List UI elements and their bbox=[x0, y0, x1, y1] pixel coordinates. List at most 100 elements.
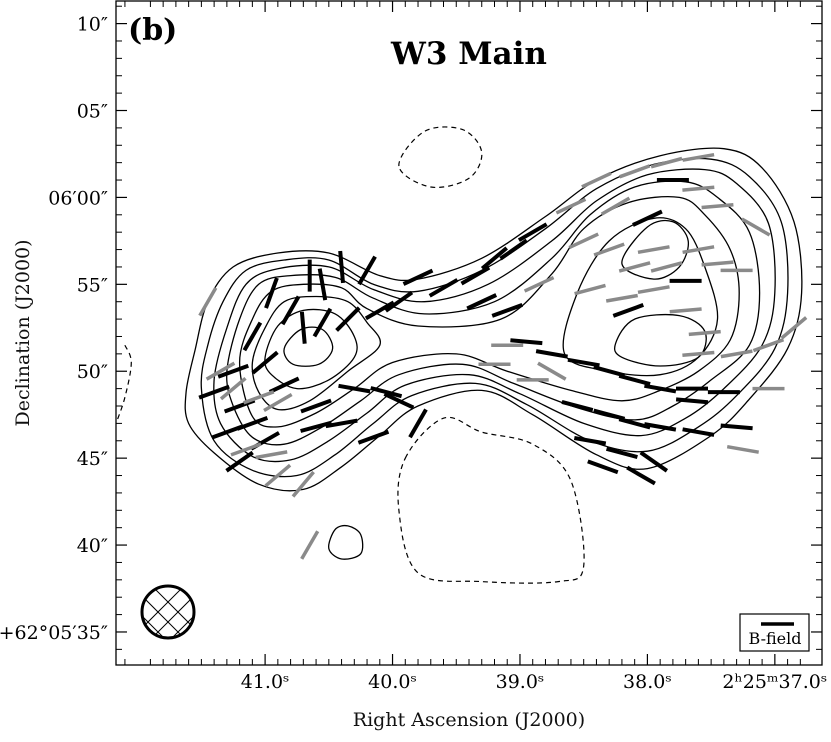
vector-black bbox=[225, 450, 254, 473]
contour-lines bbox=[116, 126, 803, 584]
vector-black bbox=[280, 295, 301, 326]
vector-gray bbox=[682, 185, 715, 192]
vector-gray bbox=[537, 361, 567, 381]
vector-black bbox=[593, 408, 626, 421]
vector-gray bbox=[682, 152, 715, 162]
vector-gray bbox=[568, 232, 599, 250]
vector-black bbox=[408, 408, 428, 439]
x-tick-label: 40.0ˢ bbox=[368, 671, 417, 693]
vector-black bbox=[338, 383, 371, 394]
vector-gray bbox=[619, 164, 651, 179]
vector-black bbox=[242, 321, 263, 352]
vector-gray bbox=[574, 283, 606, 296]
y-tick-label: 06′00″ bbox=[48, 187, 108, 209]
vector-black bbox=[357, 255, 377, 286]
vector-black bbox=[632, 209, 663, 227]
vector-black bbox=[357, 429, 390, 445]
vector-black bbox=[370, 386, 403, 399]
vector-black bbox=[198, 384, 230, 400]
vector-black bbox=[675, 397, 709, 405]
vector-black bbox=[535, 349, 568, 359]
vector-gray bbox=[263, 392, 293, 413]
vector-gray bbox=[255, 450, 288, 460]
vector-black bbox=[383, 392, 415, 410]
vector-black bbox=[402, 268, 434, 286]
vector-black bbox=[217, 363, 249, 379]
vector-black bbox=[644, 383, 677, 394]
vector-black bbox=[573, 436, 607, 446]
vector-black bbox=[268, 376, 300, 394]
vector-gray bbox=[243, 390, 275, 405]
vector-black bbox=[338, 250, 345, 284]
vector-black bbox=[618, 373, 651, 387]
x-tick-label: 41.0ˢ bbox=[241, 671, 290, 693]
vector-gray bbox=[230, 442, 262, 457]
vector-black bbox=[299, 311, 307, 344]
vector-black bbox=[364, 300, 395, 321]
vector-black bbox=[605, 446, 638, 460]
vector-gray bbox=[682, 245, 715, 255]
contour-west-1 bbox=[184, 147, 803, 492]
vector-gray bbox=[523, 276, 555, 293]
vector-black bbox=[317, 268, 328, 301]
vector-gray bbox=[637, 285, 670, 295]
vector-gray bbox=[605, 293, 639, 303]
y-tick-label: 10″ bbox=[77, 14, 108, 36]
vector-gray bbox=[300, 530, 320, 560]
vector-gray bbox=[701, 260, 734, 267]
vector-gray bbox=[720, 349, 753, 359]
vector-gray bbox=[593, 242, 625, 257]
vector-gray bbox=[198, 287, 218, 317]
vector-black bbox=[251, 350, 279, 375]
legend-label: B-field bbox=[749, 629, 802, 648]
vector-gray bbox=[682, 350, 715, 358]
contour-west-2 bbox=[200, 157, 789, 478]
vector-black bbox=[428, 278, 459, 298]
vector-black bbox=[325, 418, 358, 429]
contour-south-blob bbox=[328, 524, 364, 560]
vector-black bbox=[211, 424, 243, 440]
vector-gray bbox=[618, 261, 651, 273]
vector-gray bbox=[600, 196, 631, 216]
vector-gray bbox=[291, 470, 315, 498]
y-tick-label: +62°05′35″ bbox=[0, 622, 108, 644]
vector-gray bbox=[688, 329, 721, 337]
chart-title: W3 Main bbox=[390, 36, 547, 72]
vector-black bbox=[626, 465, 656, 486]
x-axis-title: Right Ascension (J2000) bbox=[353, 709, 585, 731]
vector-gray bbox=[650, 156, 683, 169]
contour-east-8 bbox=[621, 219, 690, 280]
y-tick-label: 55″ bbox=[77, 274, 108, 296]
vector-black bbox=[587, 459, 619, 475]
x-tick-label: 38.0ˢ bbox=[623, 671, 672, 693]
vector-gray bbox=[637, 245, 670, 255]
y-tick-label: 40″ bbox=[77, 535, 108, 557]
vector-black bbox=[264, 277, 279, 309]
vector-black bbox=[510, 338, 543, 346]
vector-black bbox=[480, 246, 508, 271]
y-tick-label: 50″ bbox=[77, 361, 108, 383]
legend: B-field bbox=[739, 613, 810, 652]
vector-gray bbox=[219, 376, 247, 401]
vector-gray bbox=[205, 361, 236, 381]
vector-gray bbox=[650, 261, 683, 273]
vector-gray bbox=[726, 444, 760, 454]
vector-black bbox=[335, 306, 361, 332]
vector-black bbox=[460, 265, 491, 286]
vector-black bbox=[561, 399, 594, 413]
polarization-vectors bbox=[198, 152, 808, 560]
vector-black bbox=[466, 293, 498, 311]
vector-black bbox=[491, 303, 523, 318]
contour-west-4 bbox=[226, 180, 761, 446]
vector-black bbox=[236, 416, 269, 431]
y-axis-title: Declination (J2000) bbox=[12, 239, 34, 426]
vector-gray bbox=[669, 307, 702, 314]
vector-gray bbox=[264, 463, 292, 488]
vector-black bbox=[612, 303, 644, 318]
panel-label: (b) bbox=[128, 13, 177, 48]
contour-west-8 bbox=[283, 326, 334, 367]
contour-east-6 bbox=[562, 217, 719, 377]
vector-gray bbox=[555, 197, 587, 215]
